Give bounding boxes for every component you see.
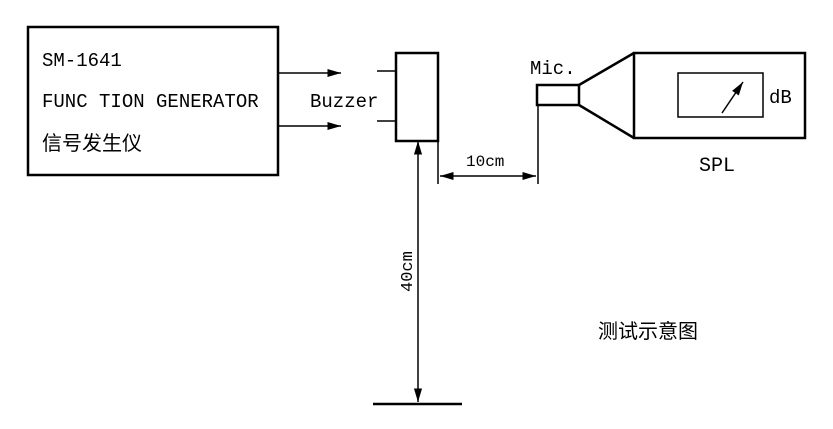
buzzer-label: Buzzer (310, 91, 378, 113)
meter-display (677, 72, 764, 118)
sound-level-meter: dB (535, 51, 807, 140)
generator-name-cn: 信号发生仪 (42, 131, 142, 155)
buzzer-body (394, 51, 440, 143)
meter-neck (578, 51, 635, 140)
function-generator: SM-1641 FUNC TION GENERATOR 信号发生仪 (26, 25, 280, 177)
generator-model: SM-1641 (42, 50, 122, 72)
meter-needle (721, 81, 744, 114)
generator-box (26, 25, 280, 177)
mic-label: Mic. (530, 58, 576, 80)
generator-name: FUNC TION GENERATOR (42, 91, 259, 113)
microphone (535, 83, 581, 107)
meter-label: SPL (699, 155, 735, 178)
vertical-distance-label: 40cm (399, 251, 418, 292)
buzzer (377, 51, 440, 143)
meter-unit: dB (769, 87, 792, 109)
horizontal-distance-label: 10cm (466, 153, 504, 171)
diagram-caption: 测试示意图 (598, 319, 698, 343)
meter-body (632, 51, 807, 140)
